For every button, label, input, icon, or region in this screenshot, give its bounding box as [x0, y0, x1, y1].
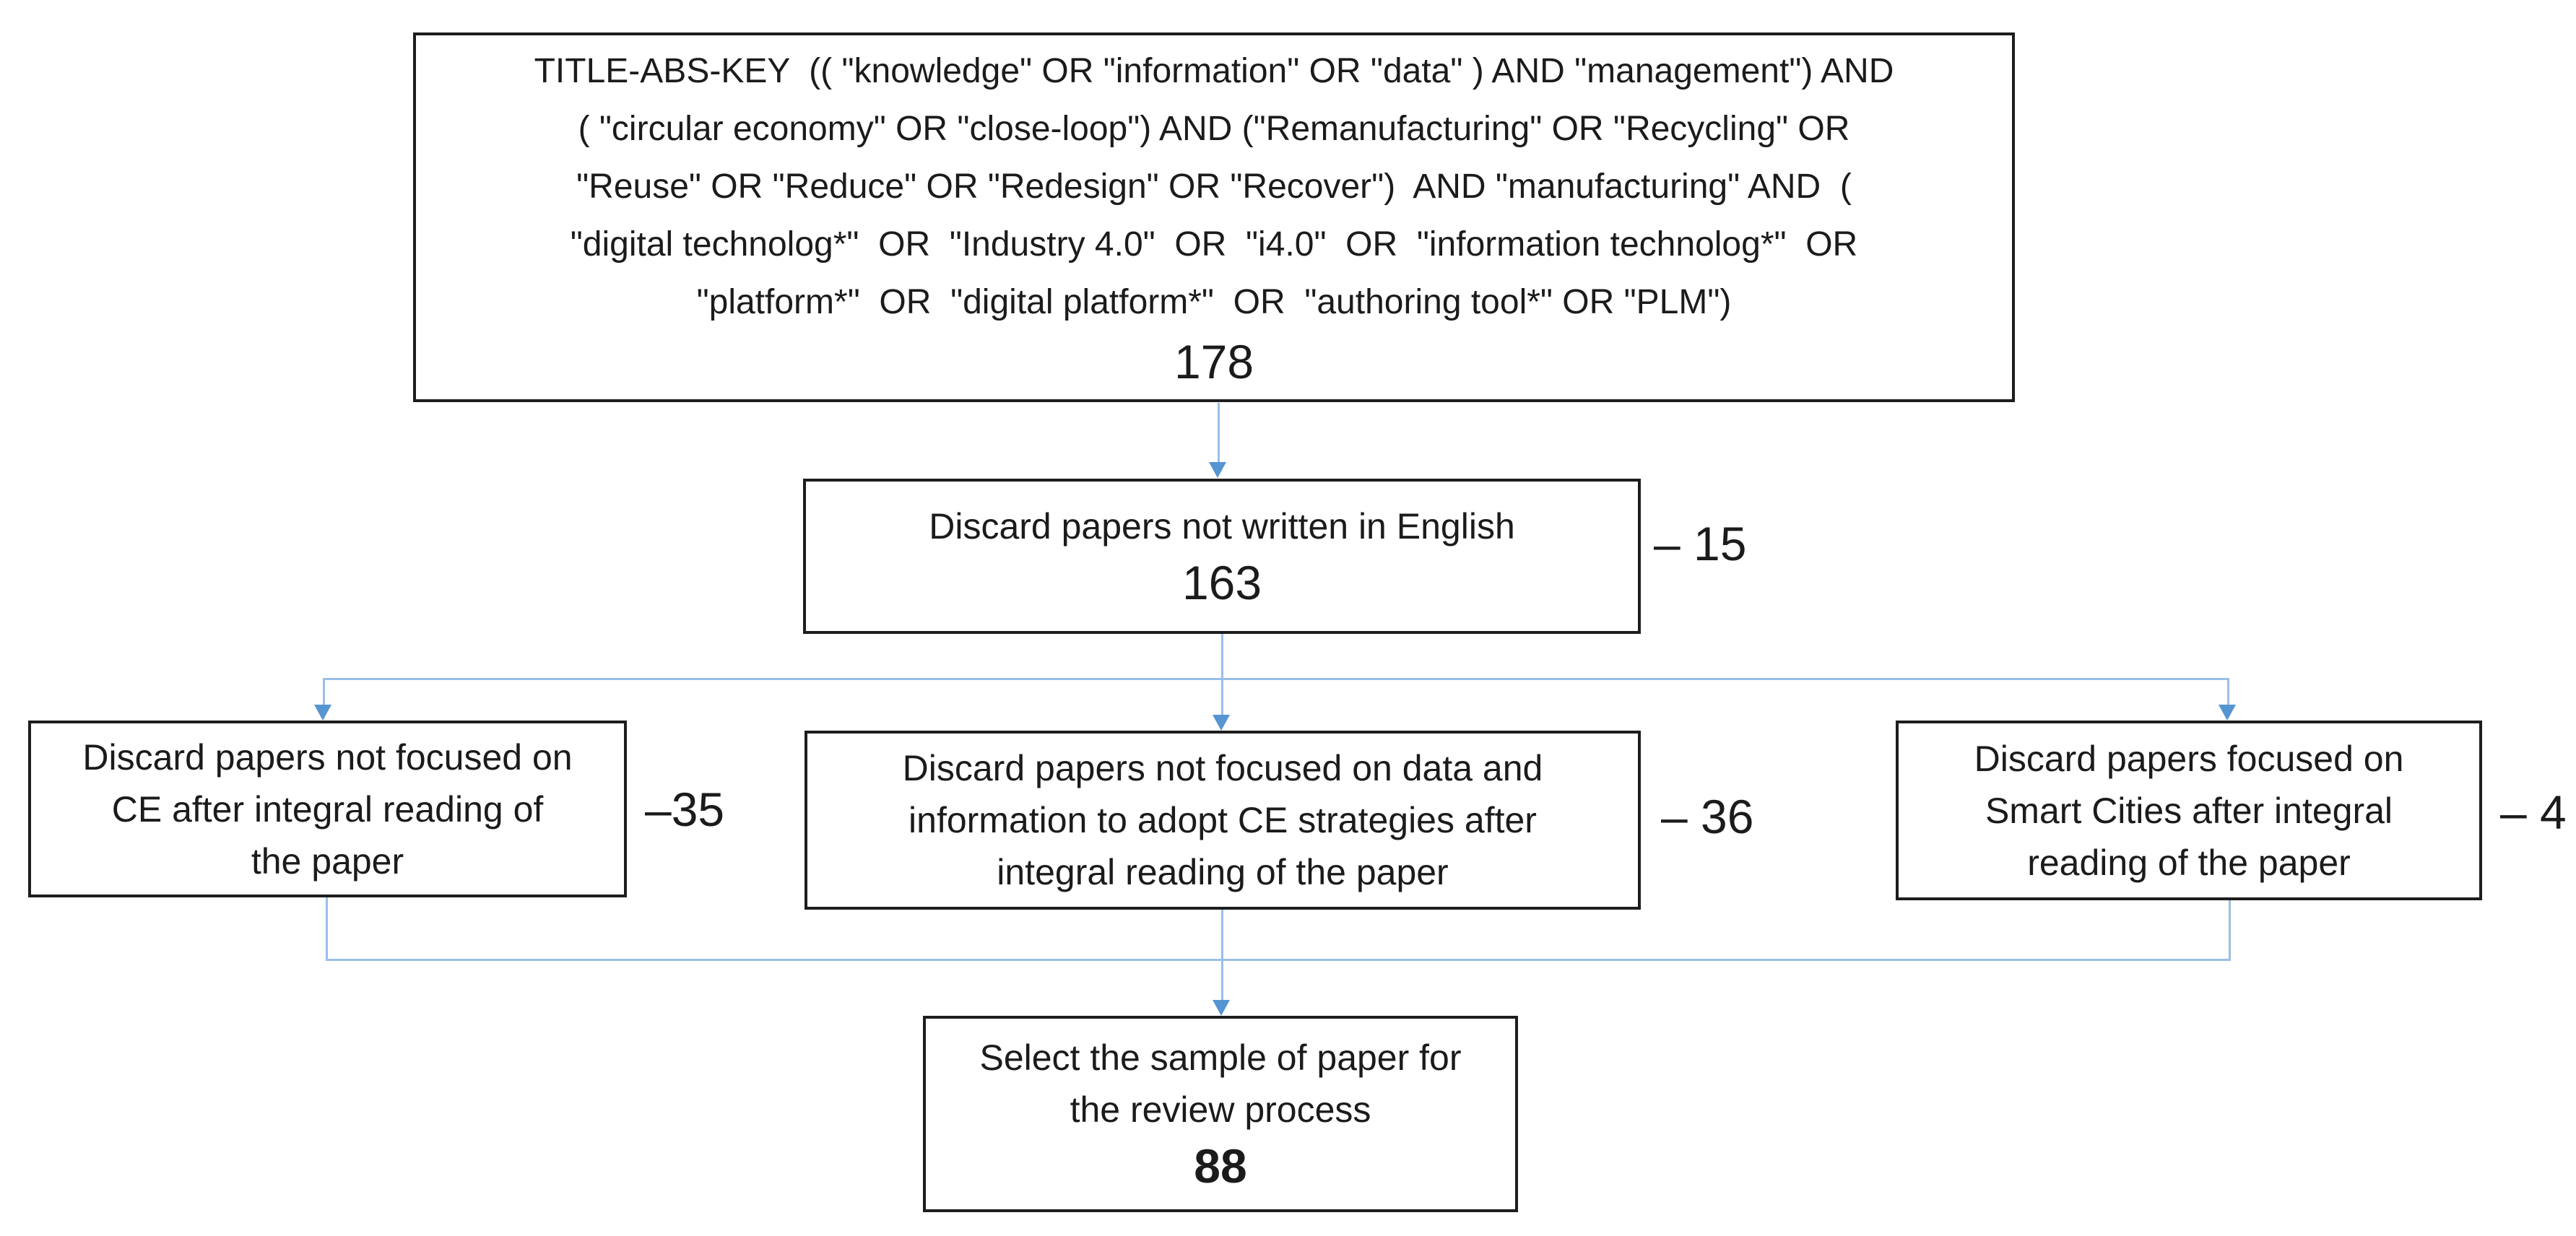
connector-line — [323, 678, 2229, 680]
arrow-down-icon — [1213, 715, 1230, 731]
data-filter-text: Discard papers not focused on data and i… — [902, 748, 1543, 892]
arrow-down-icon — [1209, 462, 1226, 478]
ce-filter-text: Discard papers not focused on CE after i… — [82, 736, 573, 882]
connector-line — [2229, 900, 2231, 961]
data-filter-box: Discard papers not focused on data and i… — [805, 731, 1641, 910]
connector-line — [326, 959, 2231, 961]
smart-cities-filter-box: Discard papers focused on Smart Cities a… — [1896, 721, 2482, 900]
search-query-count: 178 — [1174, 335, 1254, 388]
arrow-down-icon — [2219, 705, 2236, 721]
connector-line — [1221, 634, 1223, 680]
removed-count-data: – 36 — [1661, 790, 1754, 843]
connector-line — [2227, 678, 2229, 706]
english-filter-box: Discard papers not written in English 16… — [803, 479, 1641, 634]
removed-count-english: – 15 — [1654, 517, 1747, 570]
search-query-text: TITLE-ABS-KEY (( "knowledge" OR "informa… — [534, 52, 1894, 321]
removed-count-smart-cities: – 4 — [2500, 785, 2567, 839]
arrow-down-icon — [1213, 1000, 1230, 1016]
final-sample-text: Select the sample of paper for the revie… — [979, 1037, 1462, 1130]
final-sample-count: 88 — [1194, 1139, 1247, 1193]
search-query-box: TITLE-ABS-KEY (( "knowledge" OR "informa… — [413, 32, 2015, 402]
connector-line — [1221, 910, 1223, 1001]
removed-count-ce: –35 — [645, 783, 725, 836]
english-filter-text: Discard papers not written in English — [929, 505, 1515, 547]
final-sample-box: Select the sample of paper for the revie… — [923, 1016, 1518, 1212]
connector-line — [1218, 403, 1220, 462]
arrow-down-icon — [314, 705, 331, 721]
smart-cities-filter-text: Discard papers focused on Smart Cities a… — [1974, 738, 2404, 883]
connector-line — [323, 678, 325, 706]
connector-line — [326, 897, 328, 961]
english-filter-count: 163 — [1181, 555, 1262, 609]
connector-line — [1221, 678, 1223, 716]
ce-filter-box: Discard papers not focused on CE after i… — [28, 721, 627, 897]
